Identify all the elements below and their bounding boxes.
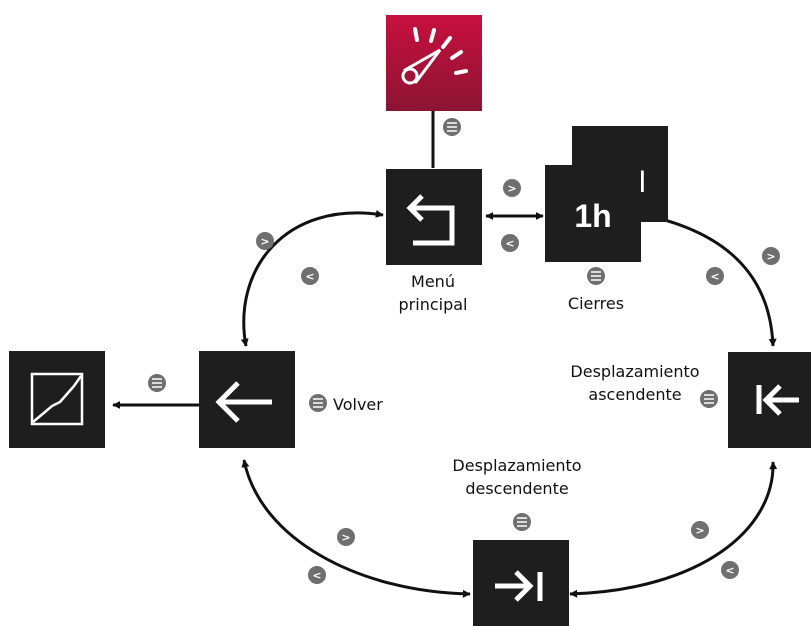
prev-button[interactable]: < (308, 566, 326, 584)
scroll-down-label-1: Desplazamiento (452, 456, 581, 475)
gauge-tile[interactable] (386, 15, 482, 111)
next-button[interactable]: > (503, 179, 521, 197)
next-button[interactable]: > (691, 521, 709, 539)
arc-closures-scrollup (639, 212, 777, 347)
nav-buttons: > < > < > < > < > < (256, 179, 780, 584)
prev-button[interactable]: < (301, 267, 319, 285)
arc-main-back (240, 209, 384, 347)
svg-text:>: > (341, 531, 350, 544)
prev-button[interactable]: < (706, 267, 724, 285)
menu-buttons (148, 118, 718, 531)
svg-text:>: > (766, 250, 775, 263)
menu-button-icon[interactable] (148, 374, 166, 392)
menu-button-icon[interactable] (513, 513, 531, 531)
closures-value: 1h (574, 198, 611, 234)
svg-text:>: > (695, 524, 704, 537)
scroll-up-label-1: Desplazamiento (570, 362, 699, 381)
prev-button[interactable]: < (721, 561, 739, 579)
menu-button-icon[interactable] (443, 118, 461, 136)
next-button[interactable]: > (256, 232, 274, 250)
scroll-up-tile[interactable] (728, 352, 811, 448)
arc-back-scrolldown (241, 459, 471, 598)
prev-button[interactable]: < (501, 234, 519, 252)
chart-tile[interactable] (9, 351, 105, 448)
main-menu-label-2: principal (399, 295, 468, 314)
arrow-left-to-bar-icon (756, 384, 799, 416)
back-label: Volver (333, 395, 383, 414)
svg-text:<: < (505, 237, 514, 250)
arc-scrolldown-scrollup (569, 461, 778, 598)
next-button[interactable]: > (337, 528, 355, 546)
labels: Menú principal Cierres Volver Desplazami… (333, 272, 700, 498)
arrow-right-to-bar-icon (495, 570, 543, 602)
scroll-down-tile[interactable] (473, 540, 569, 626)
svg-text:<: < (710, 270, 719, 283)
menu-button-icon[interactable] (587, 267, 605, 285)
main-menu-tile[interactable] (386, 169, 482, 265)
next-button[interactable]: > (762, 247, 780, 265)
closures-label: Cierres (568, 294, 624, 313)
scroll-up-label-2: ascendente (588, 385, 681, 404)
return-arrow-icon (406, 194, 455, 246)
menu-button-icon[interactable] (309, 394, 327, 412)
svg-text:<: < (725, 564, 734, 577)
scroll-down-label-2: descendente (465, 479, 568, 498)
left-arrow-icon (215, 381, 272, 423)
gauge-icon (401, 27, 468, 85)
main-menu-label-1: Menú (411, 272, 455, 291)
svg-text:<: < (305, 270, 314, 283)
back-tile[interactable] (199, 351, 295, 448)
line-chart-icon (30, 372, 84, 426)
svg-text:>: > (260, 235, 269, 248)
menu-button-icon[interactable] (700, 390, 718, 408)
svg-text:<: < (312, 569, 321, 582)
closures-tile[interactable]: 1h (545, 165, 641, 262)
svg-text:>: > (507, 182, 516, 195)
